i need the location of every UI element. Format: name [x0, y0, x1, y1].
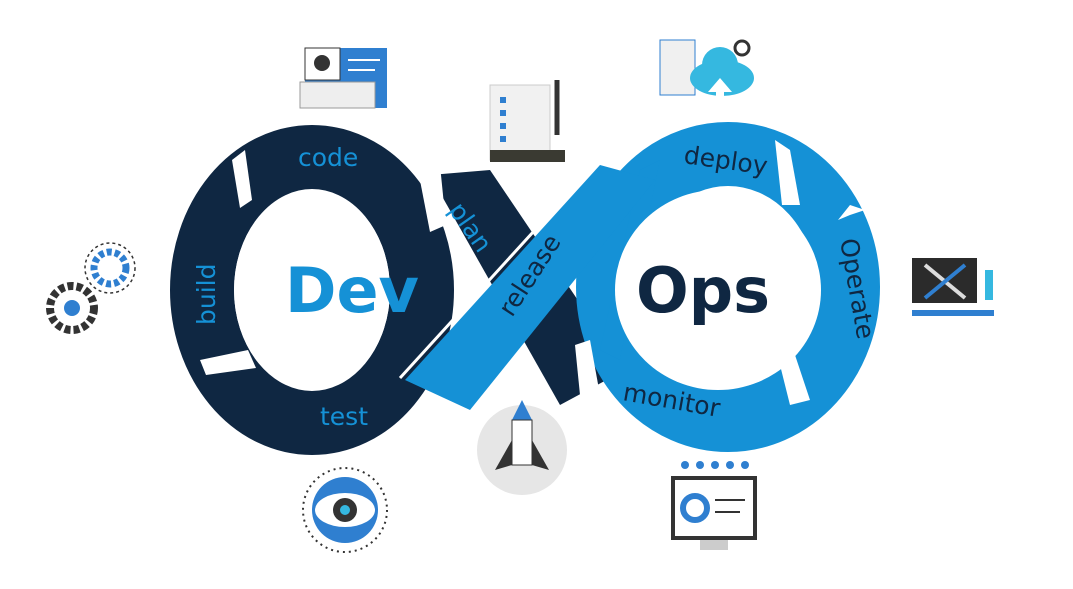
cloud-upload-icon: [659, 39, 754, 115]
monitor-dashboard-icon: [671, 461, 757, 550]
eye-icon: [302, 467, 388, 553]
gears-icon: [46, 242, 136, 334]
toolbox-icon: [912, 258, 994, 316]
stage-test: test: [320, 402, 368, 431]
stage-code: code: [298, 143, 358, 172]
plan-scroll-icon: [489, 80, 565, 162]
dev-title: Dev: [285, 254, 419, 327]
rocket-icon: [477, 400, 567, 495]
stage-build: build: [192, 264, 221, 325]
code-editor-icon: [299, 47, 387, 109]
release-band: [405, 165, 655, 410]
ops-title: Ops: [636, 254, 770, 327]
